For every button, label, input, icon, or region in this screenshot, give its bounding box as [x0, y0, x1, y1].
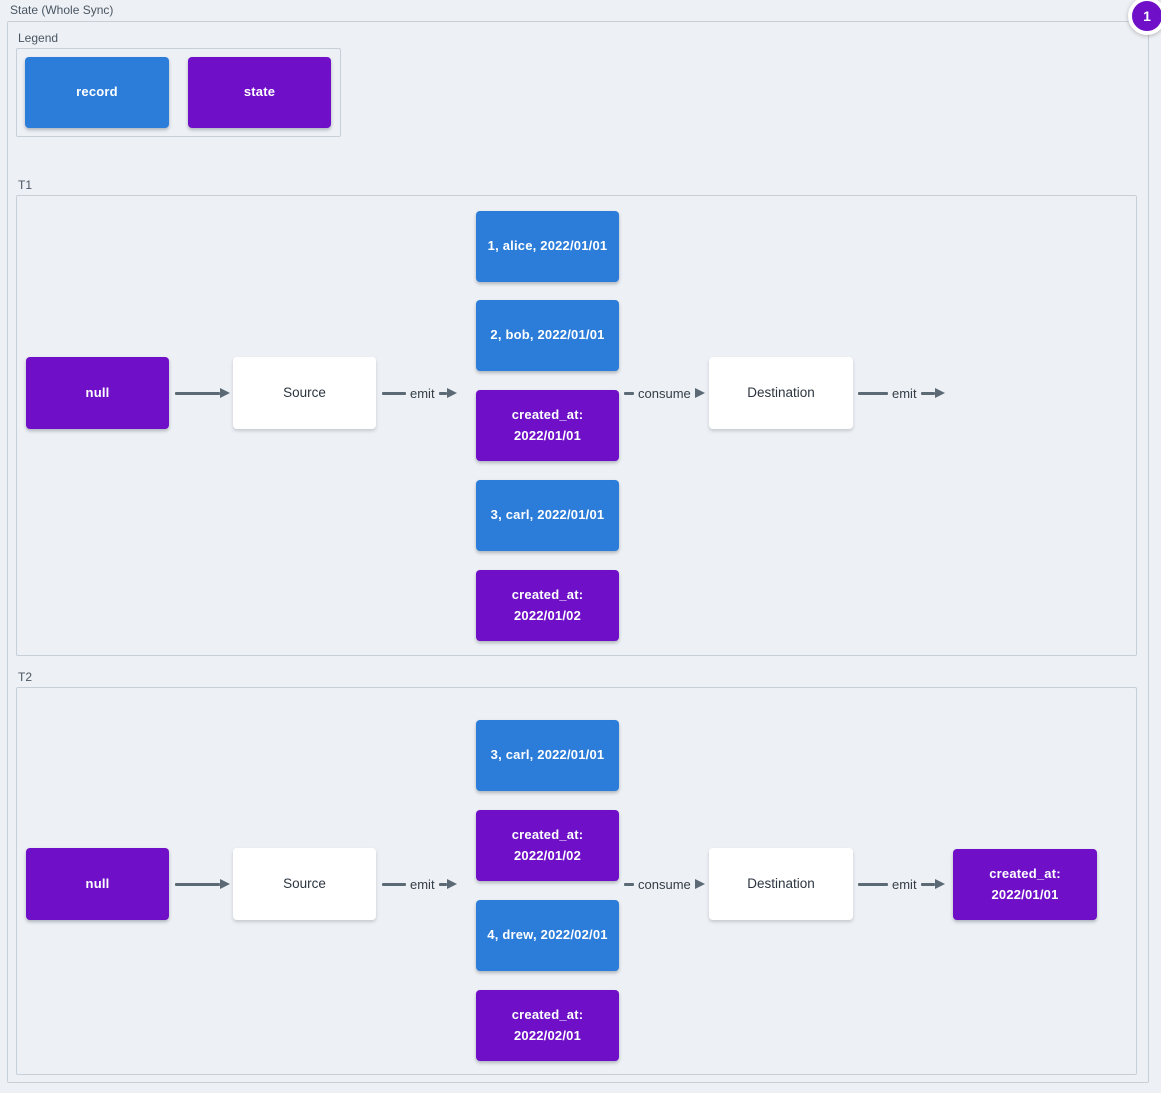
edge-line — [624, 391, 634, 395]
edge-line — [624, 882, 634, 886]
arrowhead-icon — [446, 388, 457, 398]
arrowhead-icon — [446, 879, 457, 889]
edge-line — [382, 391, 406, 395]
edge-label: emit — [892, 385, 917, 401]
t2-emit-edge: emit — [382, 874, 457, 894]
state-whole-sync-group — [7, 21, 1149, 1083]
t2-stream-record-1: 3, carl, 2022/01/01 — [476, 720, 619, 791]
edge-line — [438, 882, 447, 886]
section-t2-label: T2 — [18, 670, 33, 684]
t1-stream-state-2: created_at: 2022/01/02 — [476, 570, 619, 641]
step-badge: 1 — [1128, 0, 1161, 35]
t2-stream-state-2: created_at: 2022/02/01 — [476, 990, 619, 1061]
arrowhead-icon — [934, 879, 945, 889]
t2-initial-state-node: null — [26, 848, 169, 920]
t2-consume-edge: consume — [624, 874, 705, 894]
edge-label: emit — [410, 385, 435, 401]
t2-output-state-node: created_at: 2022/01/01 — [953, 849, 1097, 920]
arrowhead-icon — [934, 388, 945, 398]
t1-stream-state-1: created_at: 2022/01/01 — [476, 390, 619, 461]
t2-stream-state-1: created_at: 2022/01/02 — [476, 810, 619, 881]
t1-stream-record-1: 1, alice, 2022/01/01 — [476, 211, 619, 282]
diagram-title: State (Whole Sync) — [10, 3, 114, 17]
t2-destination-node: Destination — [709, 848, 853, 920]
t2-stream-record-2: 4, drew, 2022/02/01 — [476, 900, 619, 971]
edge-label: emit — [410, 876, 435, 892]
t2-emit-out-edge: emit — [858, 874, 945, 894]
edge-line — [438, 391, 447, 395]
t1-null-to-source-edge — [175, 383, 230, 403]
edge-line — [175, 882, 220, 886]
legend-title: Legend — [18, 31, 59, 45]
t1-emit-edge: emit — [382, 383, 457, 403]
t1-stream-record-2: 2, bob, 2022/01/01 — [476, 300, 619, 371]
t2-null-to-source-edge — [175, 874, 230, 894]
section-t1-group — [16, 195, 1137, 656]
edge-label: consume — [638, 385, 691, 401]
t1-emit-out-edge: emit — [858, 383, 945, 403]
t1-source-node: Source — [233, 357, 376, 429]
section-t2-group — [16, 687, 1137, 1075]
t1-consume-edge: consume — [624, 383, 705, 403]
edge-line — [920, 391, 935, 395]
arrowhead-icon — [694, 388, 705, 398]
arrowhead-icon — [220, 388, 230, 398]
edge-label: emit — [892, 876, 917, 892]
edge-line — [382, 882, 406, 886]
edge-line — [858, 391, 888, 395]
legend-state-node: state — [188, 57, 331, 128]
edge-line — [858, 882, 888, 886]
t1-stream-record-3: 3, carl, 2022/01/01 — [476, 480, 619, 551]
arrowhead-icon — [694, 879, 705, 889]
edge-line — [920, 882, 935, 886]
legend-record-node: record — [25, 57, 169, 128]
t1-destination-node: Destination — [709, 357, 853, 429]
edge-line — [175, 391, 220, 395]
legend-group — [16, 48, 341, 137]
edge-label: consume — [638, 876, 691, 892]
t1-initial-state-node: null — [26, 357, 169, 429]
arrowhead-icon — [220, 879, 230, 889]
t2-source-node: Source — [233, 848, 376, 920]
section-t1-label: T1 — [18, 178, 33, 192]
